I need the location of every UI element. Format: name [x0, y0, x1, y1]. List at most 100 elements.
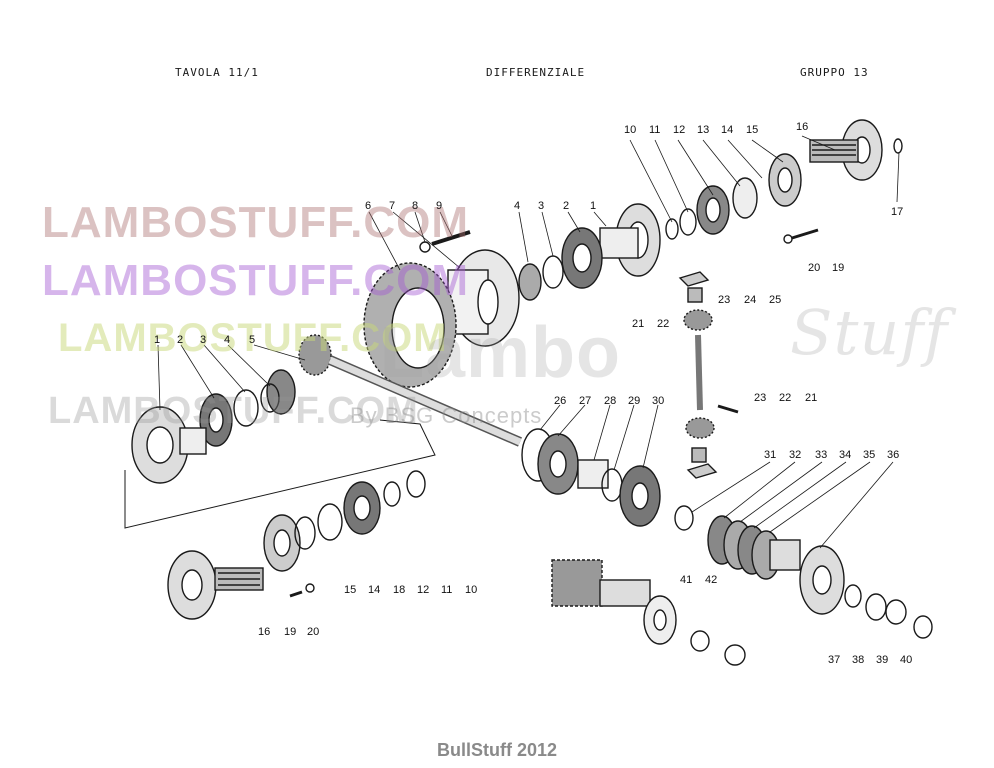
callout-number: 16 [258, 626, 271, 638]
washer-42 [690, 630, 710, 652]
bolt-19 [791, 228, 819, 240]
callout-number: 14 [721, 124, 734, 136]
ring-3 [233, 389, 259, 427]
watermark-lambostuff-1: LAMBOSTUFF.COM [42, 198, 470, 247]
callout-number: 38 [852, 654, 865, 666]
bearing-cover-right [768, 153, 802, 207]
callout-number: 23 [754, 392, 767, 404]
callout-number: 30 [652, 395, 665, 407]
pinion-bearing-5 [266, 369, 296, 415]
watermark-lambostuff-4: LAMBOSTUFF.COM [48, 390, 419, 432]
callout-number: 18 [393, 584, 406, 596]
gruppo-label: GRUPPO 13 [800, 66, 869, 79]
output-flange-right [809, 119, 903, 181]
side-gear-4 [518, 263, 542, 301]
bolt-9 [431, 230, 471, 246]
ring-39b [885, 599, 907, 625]
callout-number: 29 [628, 395, 641, 407]
watermark-logo-script: Stuff [790, 296, 949, 369]
callout-number: 5 [249, 334, 256, 346]
callout-number: 32 [789, 449, 802, 461]
callout-number: 1 [154, 334, 161, 346]
case-cover [599, 203, 661, 277]
callout-number: 8 [412, 200, 419, 212]
callout-number: 12 [673, 124, 686, 136]
callout-number: 15 [344, 584, 357, 596]
callout-number: 27 [579, 395, 592, 407]
callout-number: 1 [590, 200, 597, 212]
callout-number: 26 [554, 395, 567, 407]
diagram-title: DIFFERENZIALE [486, 66, 586, 79]
callout-number: 22 [779, 392, 792, 404]
ring-10 [406, 470, 426, 498]
callout-number: 33 [815, 449, 828, 461]
callout-number: 2 [177, 334, 184, 346]
shim-3 [542, 255, 564, 289]
ring-38 [844, 584, 862, 608]
callout-number: 3 [538, 200, 545, 212]
callout-number: 20 [808, 262, 821, 274]
callout-number: 10 [624, 124, 637, 136]
callout-number: 4 [514, 200, 521, 212]
callout-number: 22 [657, 318, 670, 330]
callout-number: 39 [876, 654, 889, 666]
callout-number: 17 [891, 206, 904, 218]
differential-case [447, 249, 520, 347]
nut-40 [913, 615, 933, 639]
callout-number: 7 [389, 200, 396, 212]
callout-number: 42 [705, 574, 718, 586]
spacer-ring [679, 208, 697, 236]
callout-number: 16 [796, 121, 809, 133]
callout-number: 9 [436, 200, 443, 212]
clutch-pack [551, 559, 677, 645]
bracket-line [124, 419, 436, 529]
input-flange-left [131, 406, 207, 484]
washer-20b [305, 583, 315, 593]
callout-number: 21 [805, 392, 818, 404]
callout-number: 35 [863, 449, 876, 461]
watermark-logo-tagline: By BSG Concepts [350, 403, 543, 428]
seal-ring [732, 177, 758, 219]
watermark-lambostuff-3: LAMBOSTUFF.COM [58, 316, 448, 360]
callout-number: 25 [769, 294, 782, 306]
callout-number: 24 [744, 294, 757, 306]
spider-gears [678, 271, 739, 479]
snap-ring [665, 218, 679, 240]
callout-number: 23 [718, 294, 731, 306]
ring-gear [363, 262, 457, 388]
bolt-19b [289, 590, 303, 598]
callout-number: 11 [649, 124, 661, 136]
seal-14 [294, 516, 316, 550]
callout-number: 21 [632, 318, 645, 330]
leader-lines [157, 135, 900, 549]
callout-number: 40 [900, 654, 913, 666]
callout-number: 11 [441, 584, 453, 596]
callout-number: 28 [604, 395, 617, 407]
ring-18 [317, 503, 343, 541]
callout-number: 12 [417, 584, 430, 596]
callout-number: 31 [764, 449, 777, 461]
nut-42 [724, 644, 746, 666]
sleeve-28 [577, 459, 609, 489]
washer-20 [783, 234, 793, 244]
watermark-lambostuff-2: LAMBOSTUFF.COM [42, 256, 470, 305]
callout-number: 19 [832, 262, 845, 274]
callout-number: 2 [563, 200, 570, 212]
callout-number: 13 [697, 124, 710, 136]
callout-number: 20 [307, 626, 320, 638]
watermark-logo-word: Lambo [380, 313, 622, 393]
callout-number: 3 [200, 334, 207, 346]
callout-number: 4 [224, 334, 231, 346]
callout-number: 6 [365, 200, 372, 212]
plate-stack [707, 515, 801, 580]
callout-number: 41 [680, 574, 693, 586]
ring-31 [674, 505, 694, 531]
ring-39 [865, 593, 887, 621]
tavola-label: TAVOLA 11/1 [175, 66, 259, 79]
callout-number: 37 [828, 654, 841, 666]
callout-number: 15 [746, 124, 759, 136]
callout-number: 10 [465, 584, 478, 596]
output-flange-left [167, 550, 264, 620]
callout-number: 14 [368, 584, 381, 596]
